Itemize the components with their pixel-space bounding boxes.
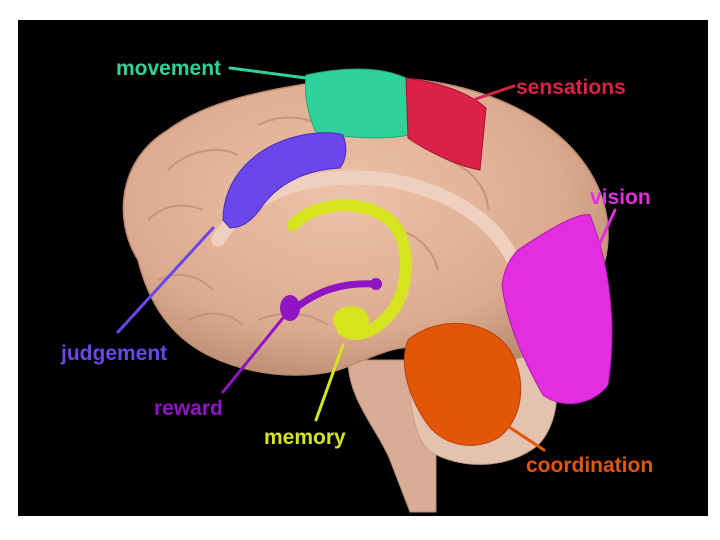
judgement-region	[222, 132, 347, 229]
brain-cerebrum	[122, 76, 609, 376]
label-reward: reward	[154, 397, 223, 420]
diagram-panel: movement sensations vision judgement rew…	[18, 20, 708, 516]
sensations-region	[405, 77, 487, 171]
label-vision: vision	[590, 186, 651, 209]
label-movement: movement	[116, 57, 221, 80]
coordination-region	[404, 322, 522, 446]
memory-region	[287, 199, 412, 340]
movement-region	[305, 68, 411, 139]
label-memory: memory	[264, 426, 346, 449]
brain-diagram: movement sensations vision judgement rew…	[60, 57, 653, 513]
label-sensations: sensations	[516, 76, 626, 99]
vision-region	[501, 214, 613, 405]
reward-region	[280, 278, 382, 321]
label-coordination: coordination	[526, 454, 653, 477]
label-judgement: judgement	[60, 342, 167, 365]
leader-lines	[116, 66, 617, 452]
